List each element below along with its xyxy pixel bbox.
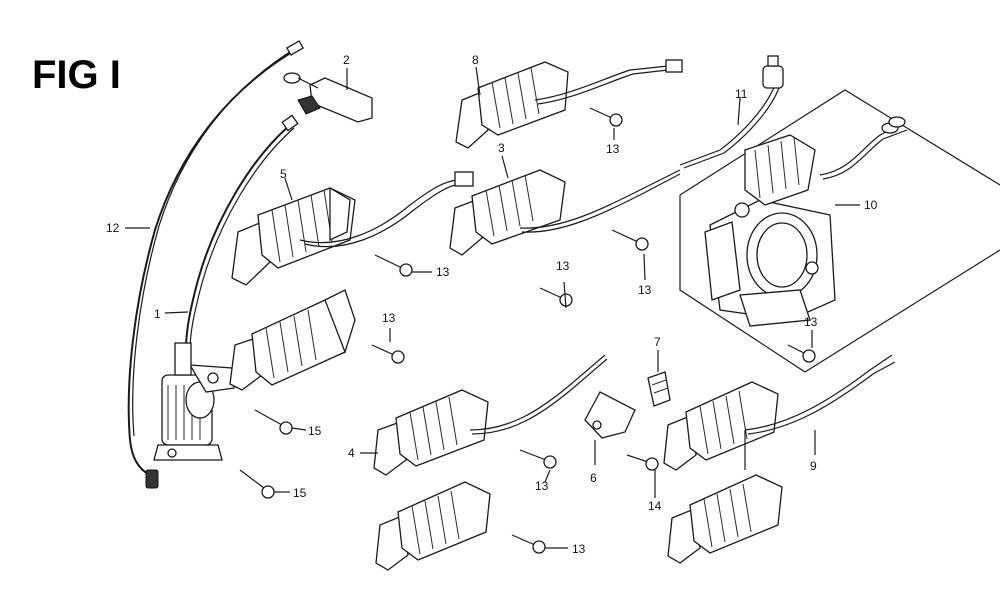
callout-11: 11 — [735, 87, 748, 101]
leader-lines — [125, 66, 860, 549]
callout-14: 14 — [648, 499, 662, 513]
part-9-coil-pair — [663, 354, 896, 564]
part-6-bracket — [584, 391, 636, 439]
coil-bottom-center — [375, 481, 491, 571]
part-3-coil — [449, 169, 681, 256]
part-4-coil — [373, 354, 608, 476]
part-12-cable — [127, 40, 304, 489]
callout-13-g: 13 — [572, 542, 586, 556]
callout-7: 7 — [654, 335, 661, 349]
callout-4: 4 — [348, 446, 355, 460]
callout-9: 9 — [810, 459, 817, 473]
part-8-coil — [455, 59, 683, 149]
coil-left-middle — [229, 289, 356, 391]
callout-12: 12 — [106, 221, 120, 235]
part-1-ignition-coil — [153, 114, 299, 461]
part-11-wire-harness — [679, 55, 784, 169]
callout-13-h: 13 — [804, 315, 818, 329]
callout-5: 5 — [280, 167, 287, 181]
callout-15-a: 15 — [308, 424, 322, 438]
figure-title: FIG I — [32, 53, 121, 97]
callout-10: 10 — [864, 198, 878, 212]
callout-13-d: 13 — [556, 259, 570, 273]
callout-13-a: 13 — [436, 265, 450, 279]
part-5-charge-coil — [231, 171, 474, 286]
callout-13-e: 13 — [382, 311, 396, 325]
callout-13-b: 13 — [606, 142, 620, 156]
callout-15-b: 15 — [293, 486, 307, 500]
part-2-spark-plug-cap — [283, 72, 373, 123]
callout-3: 3 — [498, 141, 505, 155]
callout-13-f: 13 — [535, 479, 549, 493]
part-10-stator-plate — [679, 89, 1000, 373]
callout-8: 8 — [472, 53, 479, 67]
callout-1: 1 — [154, 307, 161, 321]
bolts — [239, 107, 816, 554]
part-7-clip — [647, 371, 671, 407]
callout-2: 2 — [343, 53, 350, 67]
callout-13-c: 13 — [638, 283, 652, 297]
callout-6: 6 — [590, 471, 597, 485]
